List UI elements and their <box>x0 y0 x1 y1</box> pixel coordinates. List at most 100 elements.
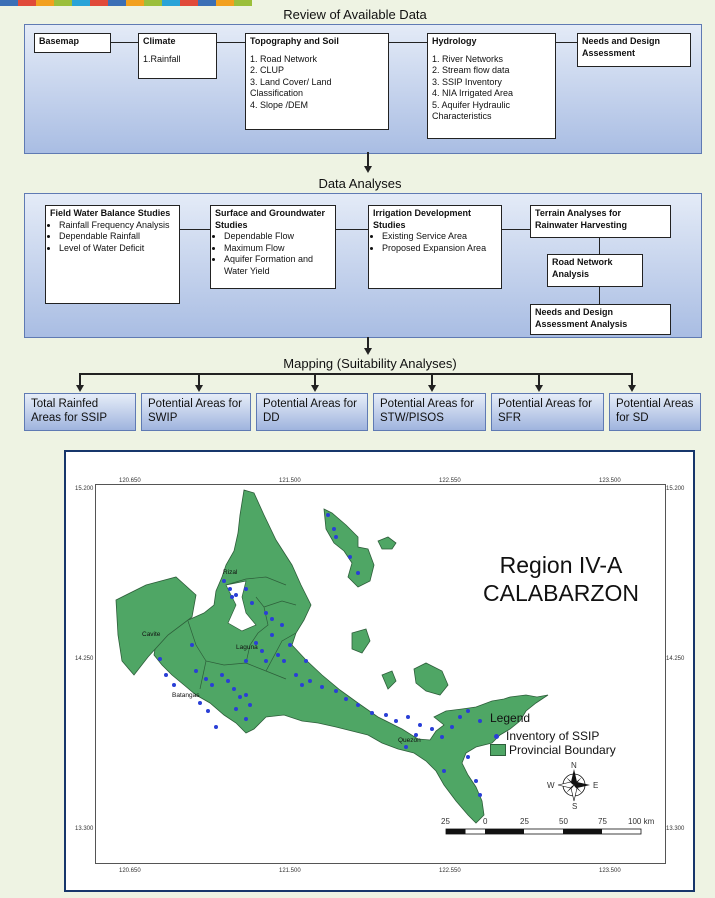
arrow-shaft <box>538 373 540 386</box>
list-item: Aquifer Formation and Water Yield <box>224 254 331 277</box>
map-figure: 120.650 121.500 122.550 123.500 120.650 … <box>64 450 695 892</box>
ssip-point <box>206 709 210 713</box>
map-tick: 123.500 <box>599 478 621 484</box>
ssip-point <box>326 513 330 517</box>
map-tick: 120.650 <box>119 478 141 484</box>
ssip-point <box>404 745 408 749</box>
ssip-point <box>220 673 224 677</box>
list-item: Level of Water Deficit <box>59 243 175 255</box>
ssip-point <box>254 641 258 645</box>
ssip-point <box>234 593 238 597</box>
review-panel: Basemap Climate 1.Rainfall Topography an… <box>24 24 702 154</box>
province-landmass <box>413 662 449 696</box>
ssip-point <box>394 719 398 723</box>
output-sd: Potential Areas for SD <box>609 393 701 431</box>
ssip-point <box>450 725 454 729</box>
basemap-box: Basemap <box>34 33 111 53</box>
island <box>323 508 375 588</box>
list-item: Dependable Rainfall <box>59 231 175 243</box>
ssip-point <box>230 595 234 599</box>
ssip-point <box>384 713 388 717</box>
ssip-point <box>440 735 444 739</box>
ssip-point <box>300 683 304 687</box>
ssip-point <box>260 649 264 653</box>
ssip-point <box>164 673 168 677</box>
province-label: Cavite <box>142 631 161 638</box>
ssip-point <box>226 679 230 683</box>
legend-item-ssip: Inventory of SSIP <box>490 729 616 743</box>
ssip-point <box>228 587 232 591</box>
scale-label: 25 <box>441 817 450 826</box>
compass-w: W <box>547 781 555 790</box>
compass-e: E <box>593 781 599 790</box>
ssip-point <box>264 611 268 615</box>
needs-design-analysis-box: Needs and Design Assessment Analysis <box>530 304 671 335</box>
ssip-point <box>276 653 280 657</box>
ssip-point <box>288 643 292 647</box>
legend-item-boundary: Provincial Boundary <box>490 743 616 757</box>
list-item: Existing Service Area <box>382 231 497 243</box>
ssip-point <box>214 725 218 729</box>
mapping-section-title: Mapping (Suitability Analyses) <box>283 356 457 371</box>
arrow-down-icon <box>428 385 436 392</box>
ssip-point <box>244 717 248 721</box>
map-tick: 122.550 <box>439 868 461 874</box>
scale-label: 75 <box>598 817 607 826</box>
map-tick: 15.200 <box>666 486 685 492</box>
output-sfr: Potential Areas for SFR <box>491 393 604 431</box>
climate-box: Climate 1.Rainfall <box>138 33 217 79</box>
ssip-point <box>250 601 254 605</box>
map-tick: 15.200 <box>75 486 94 492</box>
province-label: Laguna <box>236 644 258 651</box>
ssip-point <box>356 571 360 575</box>
ssip-point <box>270 617 274 621</box>
ssip-point <box>348 555 352 559</box>
ssip-point <box>304 659 308 663</box>
arrow-shaft <box>314 373 316 386</box>
arrow-shaft-2 <box>367 337 369 350</box>
ssip-point <box>474 779 478 783</box>
map-tick: 120.650 <box>119 868 141 874</box>
scale-label: 100 km <box>628 817 655 826</box>
analyses-connector <box>180 229 530 230</box>
province-label: Quezon <box>398 737 421 744</box>
map-tick: 13.300 <box>666 826 685 832</box>
arrow-shaft-1 <box>367 152 369 168</box>
map-area: Rizal Cavite Laguna Batangas Quezon <box>95 484 666 864</box>
map-title: Region IV-A CALABARZON <box>483 552 639 606</box>
map-tick: 121.500 <box>279 868 301 874</box>
map-tick: 14.250 <box>666 656 685 662</box>
list-item: Rainfall Frequency Analysis <box>59 220 175 232</box>
legend-title: Legend <box>490 711 531 725</box>
ssip-point <box>238 695 242 699</box>
calabarzon-map: Rizal Cavite Laguna Batangas Quezon <box>115 489 642 835</box>
compass-n: N <box>571 761 577 770</box>
ssip-point <box>430 727 434 731</box>
ssip-point <box>282 659 286 663</box>
ssip-point <box>466 709 470 713</box>
ssip-point <box>308 679 312 683</box>
ssip-point <box>294 673 298 677</box>
ssip-point <box>356 703 360 707</box>
map-tick: 123.500 <box>599 868 621 874</box>
ssip-point <box>442 769 446 773</box>
arrow-shaft <box>431 373 433 386</box>
province-landmass <box>115 576 197 676</box>
ssip-point <box>280 623 284 627</box>
ssip-point <box>204 677 208 681</box>
arrow-down-icon <box>535 385 543 392</box>
review-section-title: Review of Available Data <box>283 7 427 22</box>
output-stw-pisos: Potential Areas for STW/PISOS <box>373 393 486 431</box>
arrow-down-icon <box>364 348 372 355</box>
list-item: Maximum Flow <box>224 243 331 255</box>
arrow-down-icon <box>195 385 203 392</box>
output-swip: Potential Areas for SWIP <box>141 393 251 431</box>
province-label: Rizal <box>223 569 238 576</box>
ssip-point <box>244 659 248 663</box>
irrigation-development-box: Irrigation Development Studies Existing … <box>368 205 502 289</box>
ssip-point <box>264 659 268 663</box>
mapping-connector <box>79 373 633 375</box>
road-network-box: Road Network Analysis <box>547 254 643 287</box>
ssip-point <box>244 693 248 697</box>
ssip-point <box>234 707 238 711</box>
